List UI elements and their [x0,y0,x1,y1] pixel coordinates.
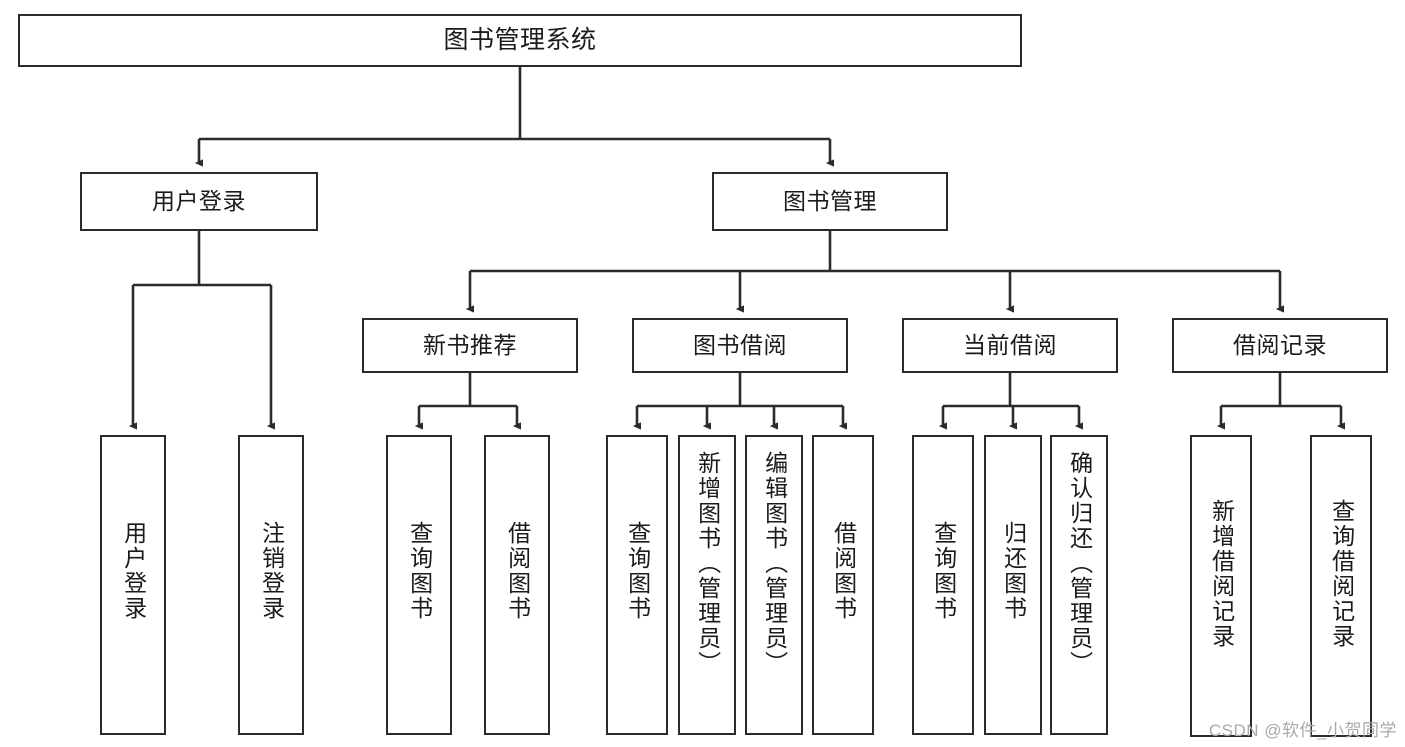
node-root[interactable]: 图书管理系统 [18,14,1022,67]
node-leaf-query-book-current[interactable]: 查询图书 [912,435,974,735]
node-new-book-recommend-label: 新书推荐 [423,332,517,359]
node-book-borrow[interactable]: 图书借阅 [632,318,848,373]
node-leaf-borrow-book-label: 借阅图书 [830,521,857,621]
node-borrow-record-label: 借阅记录 [1233,332,1327,359]
node-leaf-borrow-book-recommend[interactable]: 借阅图书 [484,435,550,735]
node-current-borrow-label: 当前借阅 [963,332,1057,359]
node-user-login-label: 用户登录 [152,188,246,215]
node-leaf-add-book-admin[interactable]: 新增图书（管理员） [678,435,736,735]
node-book-borrow-label: 图书借阅 [693,332,787,359]
node-leaf-query-book-current-label: 查询图书 [930,521,957,621]
node-leaf-edit-book-admin[interactable]: 编辑图书（管理员） [745,435,803,735]
node-book-management-label: 图书管理 [783,188,877,215]
node-leaf-add-book-admin-label: 新增图书（管理员） [694,451,721,676]
node-leaf-confirm-return-admin[interactable]: 确认归还（管理员） [1050,435,1108,735]
node-leaf-add-borrow-record[interactable]: 新增借阅记录 [1190,435,1252,737]
node-leaf-logout[interactable]: 注销登录 [238,435,304,735]
node-leaf-logout-label: 注销登录 [258,521,285,621]
node-leaf-query-book-recommend-label: 查询图书 [406,521,433,621]
node-leaf-borrow-book[interactable]: 借阅图书 [812,435,874,735]
node-leaf-edit-book-admin-label: 编辑图书（管理员） [761,451,788,676]
node-user-login[interactable]: 用户登录 [80,172,318,231]
node-root-label: 图书管理系统 [443,26,597,55]
node-leaf-query-book-borrow[interactable]: 查询图书 [606,435,668,735]
node-leaf-borrow-book-recommend-label: 借阅图书 [504,521,531,621]
node-borrow-record[interactable]: 借阅记录 [1172,318,1388,373]
node-leaf-query-borrow-record[interactable]: 查询借阅记录 [1310,435,1372,737]
node-leaf-confirm-return-admin-label: 确认归还（管理员） [1066,451,1093,676]
node-leaf-query-borrow-record-label: 查询借阅记录 [1328,499,1355,649]
node-leaf-query-book-recommend[interactable]: 查询图书 [386,435,452,735]
node-book-management[interactable]: 图书管理 [712,172,948,231]
node-leaf-user-login[interactable]: 用户登录 [100,435,166,735]
csdn-watermark: CSDN @软件_小贺同学 [1208,721,1397,740]
node-leaf-return-book[interactable]: 归还图书 [984,435,1042,735]
node-leaf-return-book-label: 归还图书 [1000,521,1027,621]
node-leaf-query-book-borrow-label: 查询图书 [624,521,651,621]
node-leaf-add-borrow-record-label: 新增借阅记录 [1208,499,1235,649]
node-new-book-recommend[interactable]: 新书推荐 [362,318,578,373]
node-current-borrow[interactable]: 当前借阅 [902,318,1118,373]
node-leaf-user-login-label: 用户登录 [120,521,147,621]
